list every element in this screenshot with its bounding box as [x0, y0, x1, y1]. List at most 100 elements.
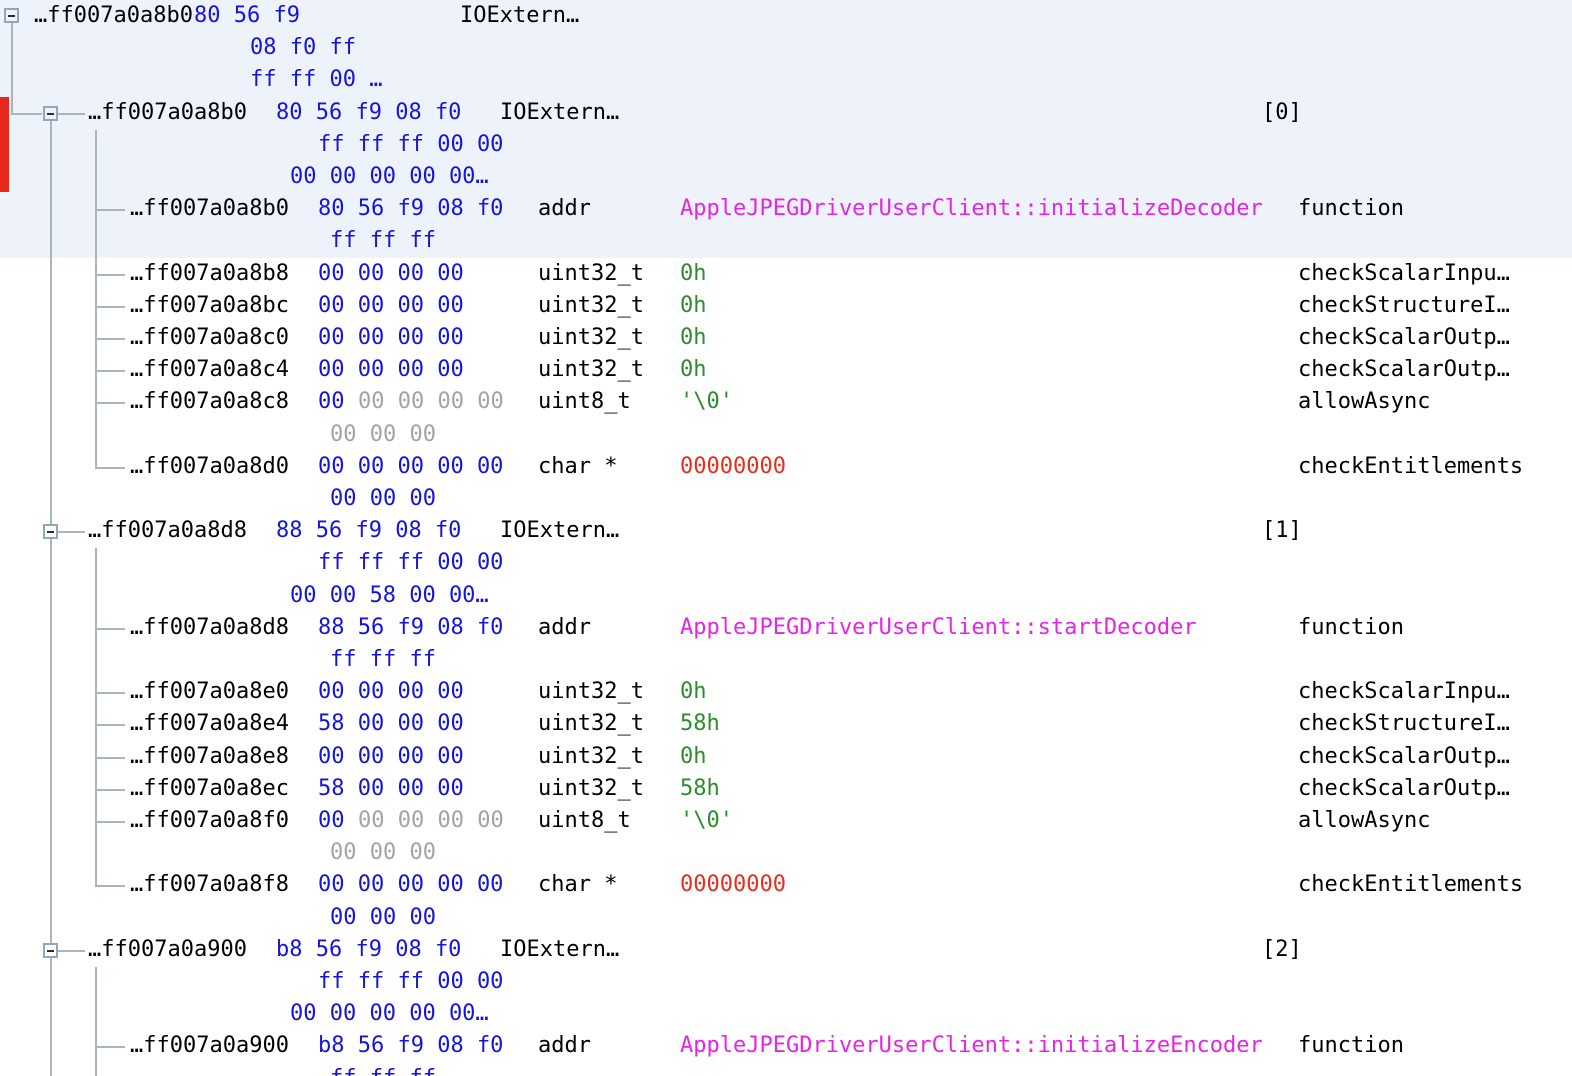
tree-row-continuation[interactable]: ff ff ff: [0, 644, 1572, 677]
tree-row[interactable]: …ff007a0a900 b8 56 f9 08 f0 addr AppleJP…: [0, 1030, 1572, 1063]
tree-row[interactable]: …ff007a0a8b8 00 00 00 00 uint32_t 0h che…: [0, 258, 1572, 291]
tree-connector-line: [95, 967, 97, 1076]
type-cell: IOExtern…: [460, 3, 580, 28]
bytes-cell: 00: [318, 808, 345, 833]
bytes-cell: 00 00 00 00: [318, 743, 464, 769]
tree-row[interactable]: …ff007a0a8f8 00 00 00 00 00 char * 00000…: [0, 869, 1572, 902]
value-cell: '\0': [680, 808, 733, 833]
bytes-cell: 00 00 00 00 00: [318, 872, 504, 898]
value-cell: 0h: [680, 260, 707, 286]
tree-row[interactable]: …ff007a0a8e8 00 00 00 00 uint32_t 0h che…: [0, 741, 1572, 774]
bytes-cell: 80 56 f9: [194, 3, 300, 28]
bytes-cell: ff ff ff: [330, 228, 436, 254]
type-cell: addr: [538, 614, 591, 640]
value-cell: 00000000: [680, 872, 786, 898]
field-name-cell: checkScalarOutp…: [1298, 357, 1510, 383]
tree-row-continuation[interactable]: 00 00 00: [0, 902, 1572, 935]
tree-row-continuation[interactable]: 00 00 00 00 00…: [0, 161, 1572, 194]
tree-row-continuation[interactable]: 00 00 58 00 00…: [0, 580, 1572, 613]
type-cell: addr: [538, 196, 591, 222]
collapse-toggle-icon[interactable]: [43, 524, 58, 539]
tree-connector-line: [95, 402, 125, 404]
field-name-cell: function: [1298, 614, 1404, 640]
tree-connector-line: [95, 130, 97, 468]
tree-row[interactable]: …ff007a0a8c4 00 00 00 00 uint32_t 0h che…: [0, 354, 1572, 387]
address-cell: …ff007a0a8e4: [130, 711, 289, 737]
tree-row-continuation[interactable]: ff ff 00 …: [0, 64, 1572, 97]
address-cell: …ff007a0a8d8: [88, 518, 247, 544]
tree-row[interactable]: …ff007a0a8d0 00 00 00 00 00 char * 00000…: [0, 451, 1572, 484]
value-cell: 0h: [680, 325, 707, 350]
bytes-cell: 00 00 00 00: [318, 260, 464, 286]
tree-row-continuation[interactable]: 00 00 00: [0, 483, 1572, 516]
bytes-cell: 00 00 00 00 00…: [290, 164, 489, 189]
value-cell: AppleJPEGDriverUserClient::initializeDec…: [680, 196, 1263, 222]
minus-icon: [47, 112, 54, 115]
collapse-toggle-icon[interactable]: [43, 106, 58, 121]
tree-row[interactable]: …ff007a0a8c0 00 00 00 00 uint32_t 0h che…: [0, 322, 1572, 355]
tree-row[interactable]: …ff007a0a8ec 58 00 00 00 uint32_t 58h ch…: [0, 773, 1572, 806]
minus-icon: [47, 530, 54, 533]
bytes-cell: 80 56 f9 08 f0: [276, 99, 462, 125]
tree-row[interactable]: …ff007a0a8d8 88 56 f9 08 f0 IOExtern… [1…: [0, 515, 1572, 548]
tree-row-continuation[interactable]: ff ff ff: [0, 225, 1572, 258]
type-cell: uint32_t: [538, 292, 644, 318]
value-cell: AppleJPEGDriverUserClient::initializeEnc…: [680, 1033, 1263, 1059]
tree-connector-line: [95, 467, 125, 469]
tree-row[interactable]: …ff007a0a900 b8 56 f9 08 f0 IOExtern… [2…: [0, 934, 1572, 967]
value-cell: 0h: [680, 357, 707, 383]
bytes-cell: 00 00 00 00: [318, 679, 464, 705]
tree-connector-line: [95, 821, 125, 823]
value-cell: '\0': [680, 389, 733, 415]
type-cell: uint32_t: [538, 325, 644, 350]
bytes-cell: 80 56 f9 08 f0: [318, 196, 504, 222]
tree-connector-line: [58, 531, 85, 533]
tree-row-continuation[interactable]: 00 00 00: [0, 419, 1572, 452]
bytes-cell: ff ff 00 …: [250, 67, 383, 93]
tree-connector-line: [11, 113, 42, 115]
field-name-cell: checkEntitlements: [1298, 872, 1524, 898]
bytes-cell: 08 f0 ff: [250, 35, 356, 61]
address-cell: …ff007a0a8b0: [130, 196, 289, 222]
bytes-cell: ff ff ff: [330, 1063, 436, 1076]
tree-row-continuation[interactable]: ff ff ff: [0, 1063, 1572, 1076]
value-cell: 58h: [680, 711, 720, 737]
tree-row[interactable]: …ff007a0a8bc 00 00 00 00 uint32_t 0h che…: [0, 290, 1572, 323]
address-cell: …ff007a0a8c8: [130, 389, 289, 415]
tree-row-continuation[interactable]: ff ff ff 00 00: [0, 547, 1572, 580]
collapse-toggle-icon[interactable]: [43, 943, 58, 958]
bytes-cell: 00 00 00 00: [318, 292, 464, 318]
type-cell: IOExtern…: [500, 99, 620, 125]
address-cell: …ff007a0a8b0: [34, 3, 193, 28]
field-name-cell: allowAsync: [1298, 389, 1431, 415]
tree-row[interactable]: …ff007a0a8e0 00 00 00 00 uint32_t 0h che…: [0, 676, 1572, 709]
tree-row[interactable]: …ff007a0a8f0 00 00 00 00 00 uint8_t '\0'…: [0, 805, 1572, 838]
address-cell: …ff007a0a8f8: [130, 872, 289, 898]
bytes-cell: ff ff ff: [330, 647, 436, 672]
tree-row[interactable]: …ff007a0a8e4 58 00 00 00 uint32_t 58h ch…: [0, 708, 1572, 741]
tree-row[interactable]: …ff007a0a8b0 80 56 f9 IOExtern…: [0, 0, 1572, 33]
minus-icon: [47, 949, 54, 952]
bytes-cell: 00 00 00 00: [318, 357, 464, 383]
selection-highlight: [0, 0, 1572, 258]
tree-row-continuation[interactable]: 08 f0 ff: [0, 32, 1572, 65]
tree-connector-line: [95, 548, 97, 885]
tree-row[interactable]: …ff007a0a8c8 00 00 00 00 00 uint8_t '\0'…: [0, 386, 1572, 419]
tree-row-continuation[interactable]: ff ff ff 00 00: [0, 966, 1572, 999]
address-cell: …ff007a0a8c4: [130, 357, 289, 383]
tree-row-continuation[interactable]: ff ff ff 00 00: [0, 129, 1572, 162]
type-cell: uint32_t: [538, 711, 644, 737]
tree-connector-line: [95, 306, 125, 308]
tree-connector-line: [95, 209, 125, 211]
tree-row-continuation[interactable]: 00 00 00 00 00…: [0, 998, 1572, 1031]
address-cell: …ff007a0a8f0: [130, 808, 289, 833]
value-cell: 0h: [680, 679, 707, 705]
tree-row-continuation[interactable]: 00 00 00: [0, 837, 1572, 870]
tree-row[interactable]: …ff007a0a8b0 80 56 f9 08 f0 IOExtern… [0…: [0, 97, 1572, 130]
tree-row[interactable]: …ff007a0a8b0 80 56 f9 08 f0 addr AppleJP…: [0, 193, 1572, 226]
tree-row[interactable]: …ff007a0a8d8 88 56 f9 08 f0 addr AppleJP…: [0, 612, 1572, 645]
bytes-cell: 88 56 f9 08 f0: [276, 518, 462, 544]
collapse-toggle-icon[interactable]: [4, 8, 19, 23]
type-cell: IOExtern…: [500, 518, 620, 544]
